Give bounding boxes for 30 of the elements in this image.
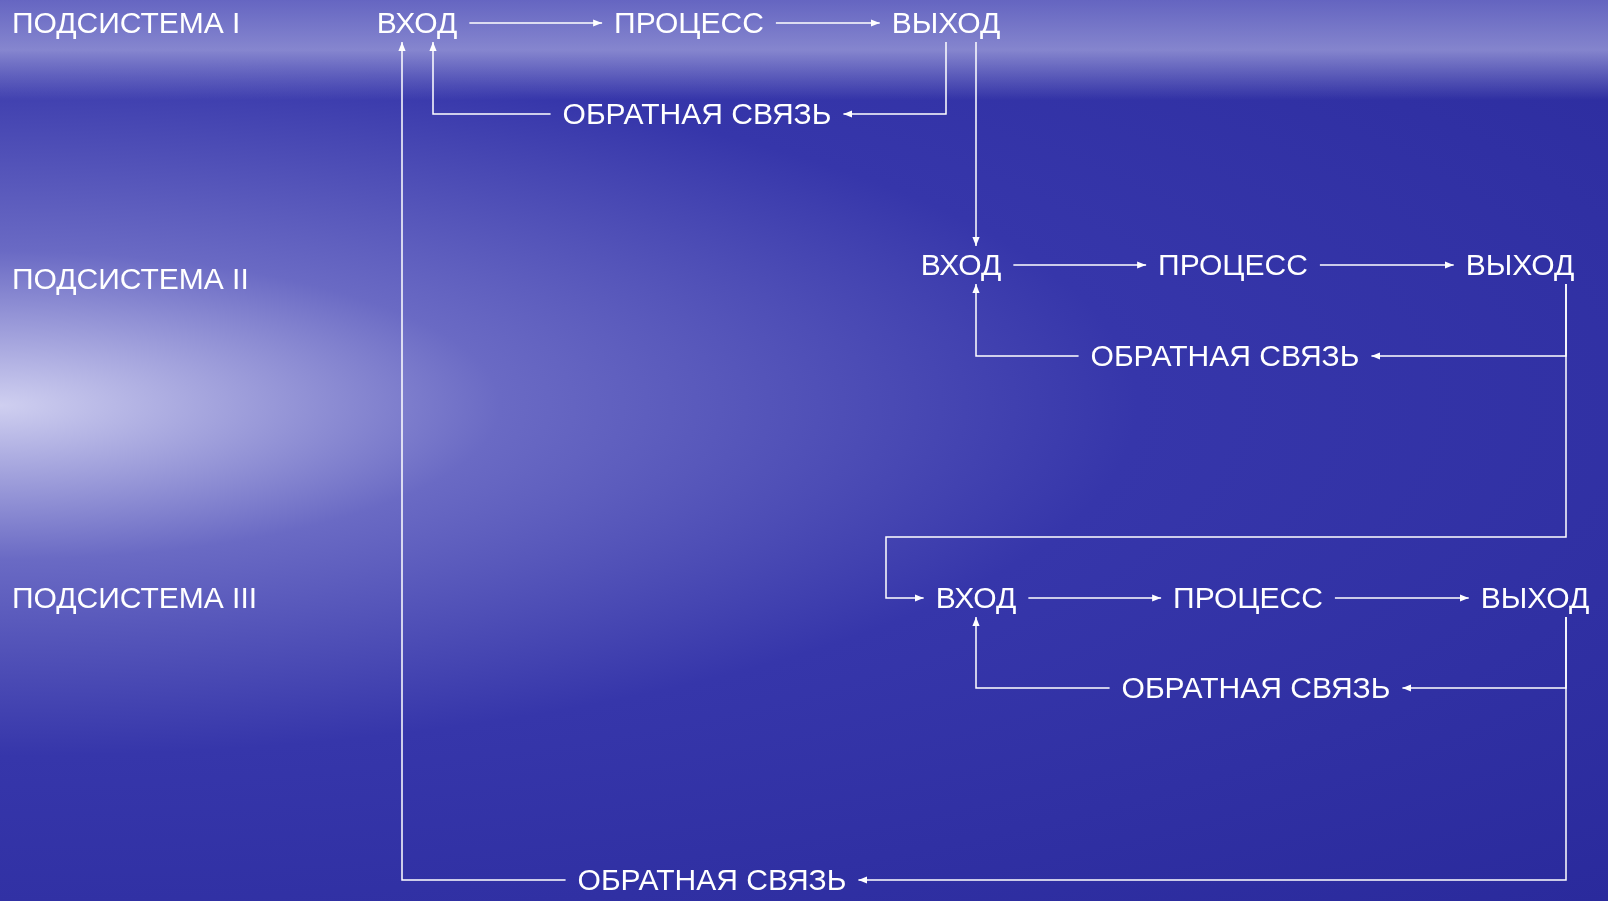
- connector-arrow: [857, 616, 1567, 884]
- connector-arrow: [1319, 261, 1455, 269]
- connector-arrow: [398, 41, 567, 881]
- connector-arrow: [1012, 261, 1147, 269]
- connector-arrow: [972, 41, 980, 247]
- connector-arrow: [885, 283, 1567, 602]
- step-label: ВХОД: [908, 246, 1014, 284]
- step-label: ПРОЦЕСС: [1146, 246, 1320, 284]
- step-label: ВЫХОД: [1468, 579, 1602, 617]
- step-label: ВХОД: [364, 4, 470, 42]
- step-label: ПРОЦЕСС: [1161, 579, 1335, 617]
- subsystem-label: ПОДСИСТЕМА I: [12, 8, 241, 38]
- connector-arrow: [972, 283, 1080, 357]
- subsystem-label: ПОДСИСТЕМА II: [12, 264, 249, 294]
- step-label: ВЫХОД: [1453, 246, 1587, 284]
- step-label: ОБРАТНАЯ СВЯЗЬ: [1109, 669, 1403, 707]
- step-label: ОБРАТНАЯ СВЯЗЬ: [1078, 337, 1372, 375]
- connector-arrow: [429, 41, 552, 115]
- connector-arrow: [1027, 594, 1162, 602]
- connector-arrow: [1334, 594, 1470, 602]
- connector-arrow: [842, 41, 947, 118]
- connector-arrow: [972, 616, 1111, 689]
- step-label: ОБРАТНАЯ СВЯЗЬ: [550, 95, 844, 133]
- step-label: ВХОД: [923, 579, 1029, 617]
- step-label: ПРОЦЕСС: [602, 4, 776, 42]
- step-label: ВЫХОД: [879, 4, 1013, 42]
- step-label: ОБРАТНАЯ СВЯЗЬ: [565, 861, 859, 899]
- connector-arrow: [775, 19, 881, 27]
- subsystem-label: ПОДСИСТЕМА III: [12, 583, 258, 613]
- connector-arrow: [468, 19, 603, 27]
